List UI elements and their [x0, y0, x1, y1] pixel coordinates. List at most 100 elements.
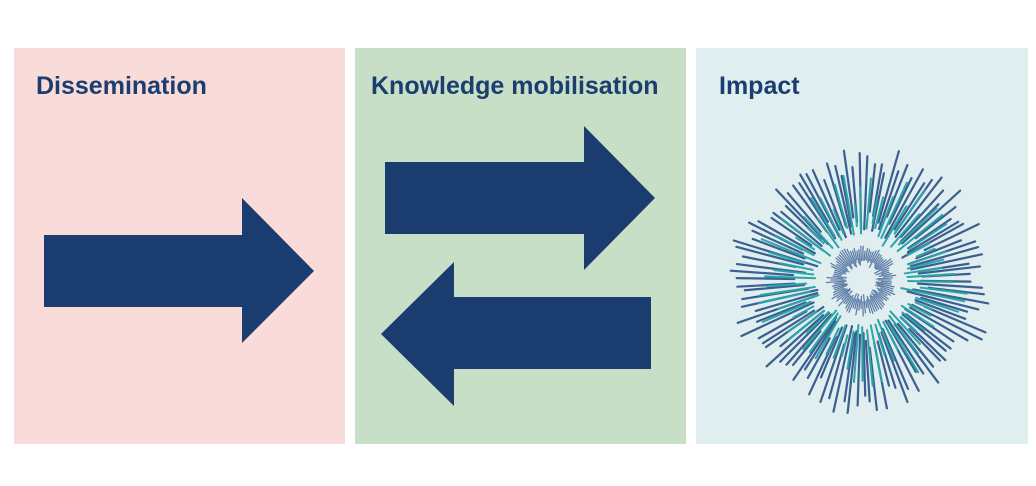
mobilisation-arrow-left [381, 262, 651, 406]
burst-ray [871, 172, 886, 232]
burst-ray [770, 216, 813, 247]
burst-inner-ray [852, 298, 857, 309]
burst-ray [765, 314, 825, 368]
burst-ray-teal [787, 309, 826, 341]
impact-burst-icon [729, 149, 990, 415]
burst-ray [901, 189, 962, 245]
burst-inner-ray [876, 287, 891, 296]
burst-ray-teal [903, 266, 943, 275]
burst-ray-teal [852, 323, 860, 384]
burst-ray [743, 283, 806, 292]
burst-ray-teal [842, 174, 855, 236]
burst-ray [917, 265, 982, 275]
burst-ray-teal [882, 320, 899, 351]
burst-ray-teal [866, 329, 874, 387]
burst-ray [751, 237, 806, 260]
burst-ray-teal [759, 285, 816, 297]
burst-ray [916, 282, 984, 289]
burst-inner-ray [834, 269, 847, 275]
burst-ray-teal [888, 314, 920, 355]
burst-inner-ray [843, 248, 853, 264]
burst-ray [823, 178, 847, 239]
burst-inner-ray [875, 258, 892, 271]
burst-inner-ray [868, 249, 880, 268]
burst-ray-teal [900, 287, 966, 303]
burst-ray [863, 155, 869, 231]
burst-ray-teal [819, 197, 843, 241]
burst-ray [914, 299, 967, 320]
burst-ray-teal [806, 311, 830, 334]
burst-ray-teal [865, 177, 872, 230]
burst-inner-ray [831, 265, 846, 274]
burst-inner-ray [873, 289, 888, 302]
burst-inner-ray [869, 251, 875, 262]
burst-ray [834, 164, 853, 235]
burst-ray [888, 176, 913, 225]
burst-ray-teal [915, 247, 936, 258]
burst-ray-teal [774, 234, 815, 257]
burst-ray-teal [914, 301, 933, 311]
burst-ray-teal [900, 304, 935, 328]
burst-inner-ray [880, 271, 890, 276]
burst-inner-ray [862, 294, 867, 314]
burst-inner-ray [838, 254, 853, 270]
burst-ray [876, 340, 891, 387]
burst-ray [792, 316, 838, 381]
burst-ray [843, 332, 856, 403]
burst-ray [910, 253, 983, 271]
burst-ray [729, 269, 795, 277]
burst-ray-teal [859, 186, 863, 235]
burst-inner-ray [839, 251, 853, 268]
burst-inner-ray [866, 298, 871, 314]
burst-inner-ray [874, 254, 882, 265]
burst-ray-teal [889, 213, 921, 248]
burst-inner-ray [833, 287, 845, 294]
burst-ray-teal [840, 334, 849, 358]
burst-ray [910, 245, 980, 268]
burst-inner-ray [873, 258, 884, 269]
burst-inner-ray [878, 273, 893, 277]
burst-ray-teal [758, 290, 811, 305]
burst-ray [877, 150, 900, 224]
burst-ray [754, 291, 819, 312]
burst-ray-teal [908, 223, 948, 250]
burst-inner-ray [854, 293, 860, 310]
burst-inner-ray [858, 299, 861, 311]
burst-inner-ray [834, 284, 848, 291]
burst-inner-ray [866, 295, 874, 314]
burst-ray-teal [915, 296, 960, 313]
burst-ray [757, 220, 816, 255]
burst-ray-teal [880, 181, 908, 240]
burst-inner-ray [880, 287, 896, 296]
burst-inner-ray [874, 257, 883, 267]
burst-ray-teal [846, 330, 855, 370]
burst-ray [808, 335, 837, 396]
burst-ray [799, 173, 830, 223]
burst-ray [775, 188, 829, 246]
burst-ray-teal [876, 318, 896, 362]
burst-ray [923, 223, 980, 252]
burst-inner-ray [848, 293, 858, 313]
burst-ray [832, 325, 854, 413]
burst-ray-teal [893, 189, 926, 235]
burst-ray-teal [897, 207, 938, 246]
burst-inner-ray [864, 247, 869, 261]
burst-ray [894, 176, 943, 238]
burst-ray [868, 346, 878, 412]
burst-inner-ray [871, 289, 884, 301]
burst-ray-teal [806, 226, 825, 245]
burst-ray [819, 326, 844, 379]
burst-ray [907, 217, 952, 250]
burst-ray [811, 169, 841, 231]
burst-ray [881, 327, 910, 390]
burst-ray [791, 330, 822, 367]
burst-ray-teal [787, 310, 818, 333]
burst-inner-ray [867, 251, 872, 264]
mobilisation-arrow-right [385, 126, 655, 270]
burst-ray-teal [766, 282, 808, 288]
burst-inner-ray [836, 289, 851, 302]
burst-ray [911, 303, 983, 341]
burst-ray-teal [869, 324, 883, 383]
burst-ray [885, 163, 909, 218]
burst-inner-ray [875, 281, 892, 285]
